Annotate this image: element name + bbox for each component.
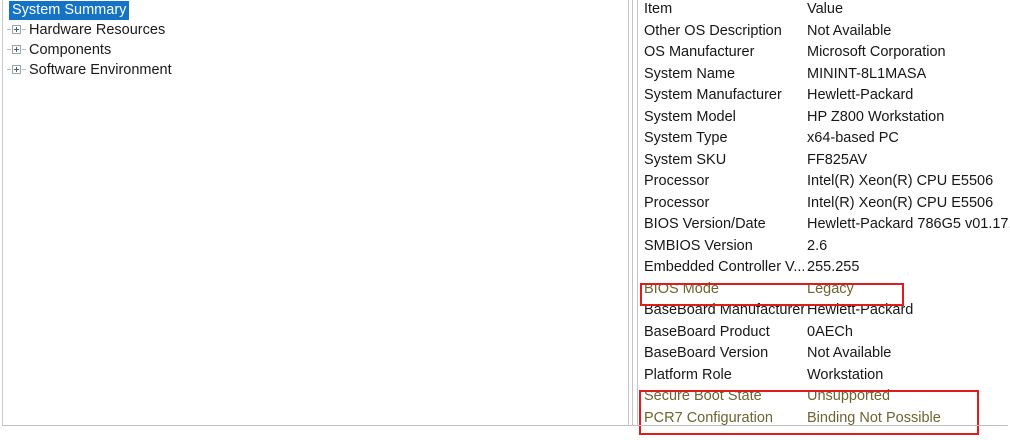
tree-connector-line <box>7 29 11 30</box>
row-item-value: 255.255 <box>807 259 860 275</box>
tree-connector-line <box>7 69 11 70</box>
table-row[interactable]: System SKU FF825AV <box>639 151 1010 173</box>
table-row-pcr7-configuration[interactable]: PCR7 Configuration Binding Not Possible <box>639 409 1010 427</box>
row-item-value: Not Available <box>807 345 892 361</box>
table-row[interactable]: OS Manufacturer Microsoft Corporation <box>639 43 1010 65</box>
row-item-label: BaseBoard Version <box>644 345 769 361</box>
row-item-label: System SKU <box>644 151 727 168</box>
list-header-row[interactable]: Item Value <box>639 0 1010 22</box>
pane-splitter[interactable] <box>632 0 638 426</box>
details-list-pane[interactable]: Item Value Other OS Description Not Avai… <box>639 0 1010 426</box>
row-item-label: Platform Role <box>644 366 732 383</box>
row-item-label: BIOS Version/Date <box>644 216 766 232</box>
row-item-label: System Model <box>644 108 736 125</box>
table-row[interactable]: BaseBoard Manufacturer Hewlett-Packard <box>639 301 1010 323</box>
table-row[interactable]: Embedded Controller V... 255.255 <box>639 258 1010 280</box>
row-item-value: Hewlett-Packard 786G5 v01.17, 8/ <box>807 216 1010 232</box>
row-item-label: Other OS Description <box>644 22 782 39</box>
expand-plus-icon[interactable] <box>12 45 21 54</box>
row-item-value: Binding Not Possible <box>807 409 941 426</box>
row-item-value: Unsupported <box>807 388 891 404</box>
row-item-value: Not Available <box>807 22 892 39</box>
tree-item-hardware-resources[interactable]: Hardware Resources <box>3 20 628 40</box>
table-row[interactable]: SMBIOS Version 2.6 <box>639 237 1010 259</box>
column-header-item[interactable]: Item <box>644 1 673 17</box>
row-item-value: 0AECh <box>807 323 853 340</box>
row-item-label: Processor <box>644 194 710 211</box>
row-item-value: HP Z800 Workstation <box>807 108 945 125</box>
navigation-tree-pane[interactable]: System Summary Hardware Resources Compon… <box>2 0 629 426</box>
table-row[interactable]: BaseBoard Product 0AECh <box>639 323 1010 345</box>
row-item-value: MININT-8L1MASA <box>807 65 927 82</box>
table-row-secure-boot-state[interactable]: Secure Boot State Unsupported <box>639 387 1010 409</box>
tree-item-label: System Summary <box>9 1 130 20</box>
table-row[interactable]: Platform Role Workstation <box>639 366 1010 388</box>
tree-connector-line <box>22 69 26 70</box>
row-item-value: FF825AV <box>807 151 868 168</box>
tree-item-label: Components <box>29 42 112 58</box>
row-item-label: System Manufacturer <box>644 87 782 103</box>
tree-connector-line <box>22 29 26 30</box>
table-row[interactable]: BaseBoard Version Not Available <box>639 344 1010 366</box>
row-item-label: BIOS Mode <box>644 280 719 297</box>
tree-item-software-environment[interactable]: Software Environment <box>3 60 628 80</box>
row-item-value: Hewlett-Packard <box>807 87 914 103</box>
table-row-bios-mode[interactable]: BIOS Mode Legacy <box>639 280 1010 302</box>
tree-item-system-summary[interactable]: System Summary <box>3 0 628 20</box>
row-item-value: Intel(R) Xeon(R) CPU E5506 <box>807 194 994 211</box>
row-item-value: x64-based PC <box>807 130 899 146</box>
tree-item-label: Hardware Resources <box>29 22 166 38</box>
row-item-label: Embedded Controller V... <box>644 259 804 275</box>
row-item-label: OS Manufacturer <box>644 44 755 60</box>
row-item-value: Hewlett-Packard <box>807 302 914 318</box>
row-item-value: Intel(R) Xeon(R) CPU E5506 <box>807 173 994 189</box>
row-item-label: System Name <box>644 65 736 82</box>
table-row[interactable]: System Type x64-based PC <box>639 129 1010 151</box>
table-row[interactable]: System Name MININT-8L1MASA <box>639 65 1010 87</box>
tree-connector-line <box>22 49 26 50</box>
table-row[interactable]: Other OS Description Not Available <box>639 22 1010 44</box>
row-item-label: SMBIOS Version <box>644 237 753 254</box>
row-item-label: PCR7 Configuration <box>644 409 773 426</box>
row-item-label: Secure Boot State <box>644 388 762 404</box>
row-item-value: Microsoft Corporation <box>807 44 946 60</box>
window-bottom-border <box>2 425 1008 426</box>
tree-connector-line <box>7 49 11 50</box>
table-row[interactable]: System Model HP Z800 Workstation <box>639 108 1010 130</box>
row-item-label: Processor <box>644 173 710 189</box>
table-row[interactable]: Processor Intel(R) Xeon(R) CPU E5506 <box>639 172 1010 194</box>
table-row[interactable]: System Manufacturer Hewlett-Packard <box>639 86 1010 108</box>
tree-item-components[interactable]: Components <box>3 40 628 60</box>
row-item-label: BaseBoard Manufacturer <box>644 302 804 318</box>
expand-plus-icon[interactable] <box>12 65 21 74</box>
row-item-label: BaseBoard Product <box>644 323 770 340</box>
row-item-value: Workstation <box>807 366 884 383</box>
row-item-label: System Type <box>644 130 728 146</box>
table-row[interactable]: Processor Intel(R) Xeon(R) CPU E5506 <box>639 194 1010 216</box>
row-item-value: 2.6 <box>807 237 828 254</box>
row-item-value: Legacy <box>807 280 854 297</box>
tree-item-label: Software Environment <box>29 62 172 78</box>
column-header-value[interactable]: Value <box>807 1 844 17</box>
table-row[interactable]: BIOS Version/Date Hewlett-Packard 786G5 … <box>639 215 1010 237</box>
expand-plus-icon[interactable] <box>12 25 21 34</box>
